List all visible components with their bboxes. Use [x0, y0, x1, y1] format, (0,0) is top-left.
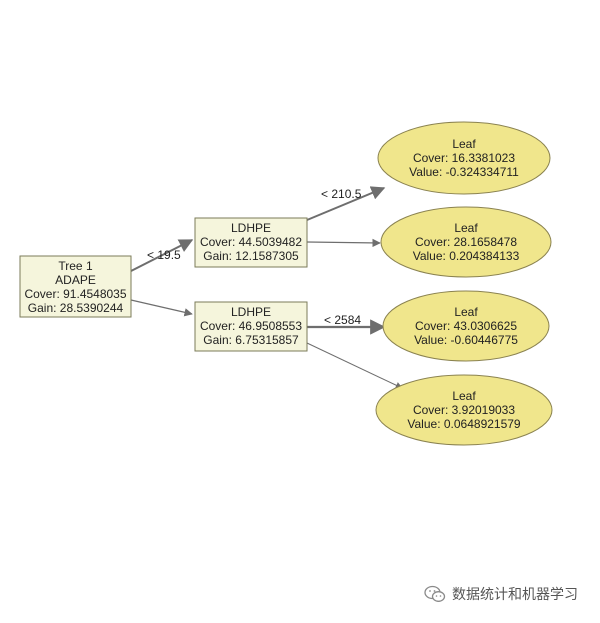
- leaf-node-2-title: Leaf: [454, 221, 478, 235]
- split-node-a-gain: Gain: 12.1587305: [203, 249, 299, 263]
- leaf-node-1-title: Leaf: [452, 137, 476, 151]
- edge-label-root-to-split-a: < 19.5: [147, 248, 181, 262]
- leaf-node-4-title: Leaf: [452, 389, 476, 403]
- watermark-text: 数据统计和机器学习: [452, 587, 578, 603]
- leaf-node-2-cover: Cover: 28.1658478: [415, 235, 517, 249]
- leaf-node-4-value: Value: 0.0648921579: [407, 417, 521, 431]
- split-node-a-cover: Cover: 44.5039482: [200, 235, 302, 249]
- split-node-b-gain: Gain: 6.75315857: [203, 333, 299, 347]
- root-node-title: Tree 1: [58, 259, 93, 273]
- leaf-node-3[interactable]: Leaf Cover: 43.0306625 Value: -0.6044677…: [382, 290, 550, 362]
- split-node-b-feature: LDHPE: [231, 305, 271, 319]
- edge-split-a-to-leaf-1: [306, 186, 386, 221]
- leaf-node-4[interactable]: Leaf Cover: 3.92019033 Value: 0.06489215…: [375, 374, 553, 446]
- leaf-node-4-cover: Cover: 3.92019033: [413, 403, 515, 417]
- edge-root-to-split-a: [130, 239, 194, 272]
- leaf-node-3-title: Leaf: [454, 305, 478, 319]
- split-node-a-box: [194, 217, 308, 268]
- split-node-b[interactable]: LDHPE Cover: 46.9508553 Gain: 6.75315857: [194, 301, 308, 352]
- root-node-gain: Gain: 28.5390244: [28, 301, 124, 315]
- leaf-node-2-value: Value: 0.204384133: [413, 249, 520, 263]
- leaf-node-1-shape: [377, 121, 551, 195]
- wechat-icon: [424, 585, 446, 602]
- leaf-node-1[interactable]: Leaf Cover: 16.3381023 Value: -0.3243347…: [377, 121, 551, 195]
- edge-split-a-to-leaf-2: [306, 238, 381, 248]
- split-node-a-feature: LDHPE: [231, 221, 271, 235]
- leaf-node-3-value: Value: -0.60446775: [414, 333, 518, 347]
- edge-split-b-to-leaf-4: [306, 342, 403, 389]
- split-node-b-box: [194, 301, 308, 352]
- leaf-node-2[interactable]: Leaf Cover: 28.1658478 Value: 0.20438413…: [380, 206, 552, 278]
- leaf-node-3-cover: Cover: 43.0306625: [415, 319, 517, 333]
- leaf-node-1-cover: Cover: 16.3381023: [413, 151, 515, 165]
- edges: [130, 186, 403, 389]
- split-node-a[interactable]: LDHPE Cover: 44.5039482 Gain: 12.1587305: [194, 217, 308, 268]
- watermark: 数据统计和机器学习: [424, 584, 578, 604]
- edge-root-to-split-b: [130, 299, 193, 317]
- leaf-node-2-shape: [380, 206, 552, 278]
- leaf-node-1-value: Value: -0.324334711: [409, 165, 519, 179]
- edge-label-split-a-to-leaf-1: < 210.5: [321, 187, 362, 201]
- leaf-node-3-shape: [382, 290, 550, 362]
- root-node-feature: ADAPE: [55, 273, 96, 287]
- edge-label-split-b-to-leaf-3: < 2584: [324, 313, 361, 327]
- root-node-box: [19, 255, 132, 318]
- split-node-b-cover: Cover: 46.9508553: [200, 319, 302, 333]
- root-node[interactable]: Tree 1 ADAPE Cover: 91.4548035 Gain: 28.…: [19, 255, 132, 318]
- root-node-cover: Cover: 91.4548035: [24, 287, 126, 301]
- leaf-node-4-shape: [375, 374, 553, 446]
